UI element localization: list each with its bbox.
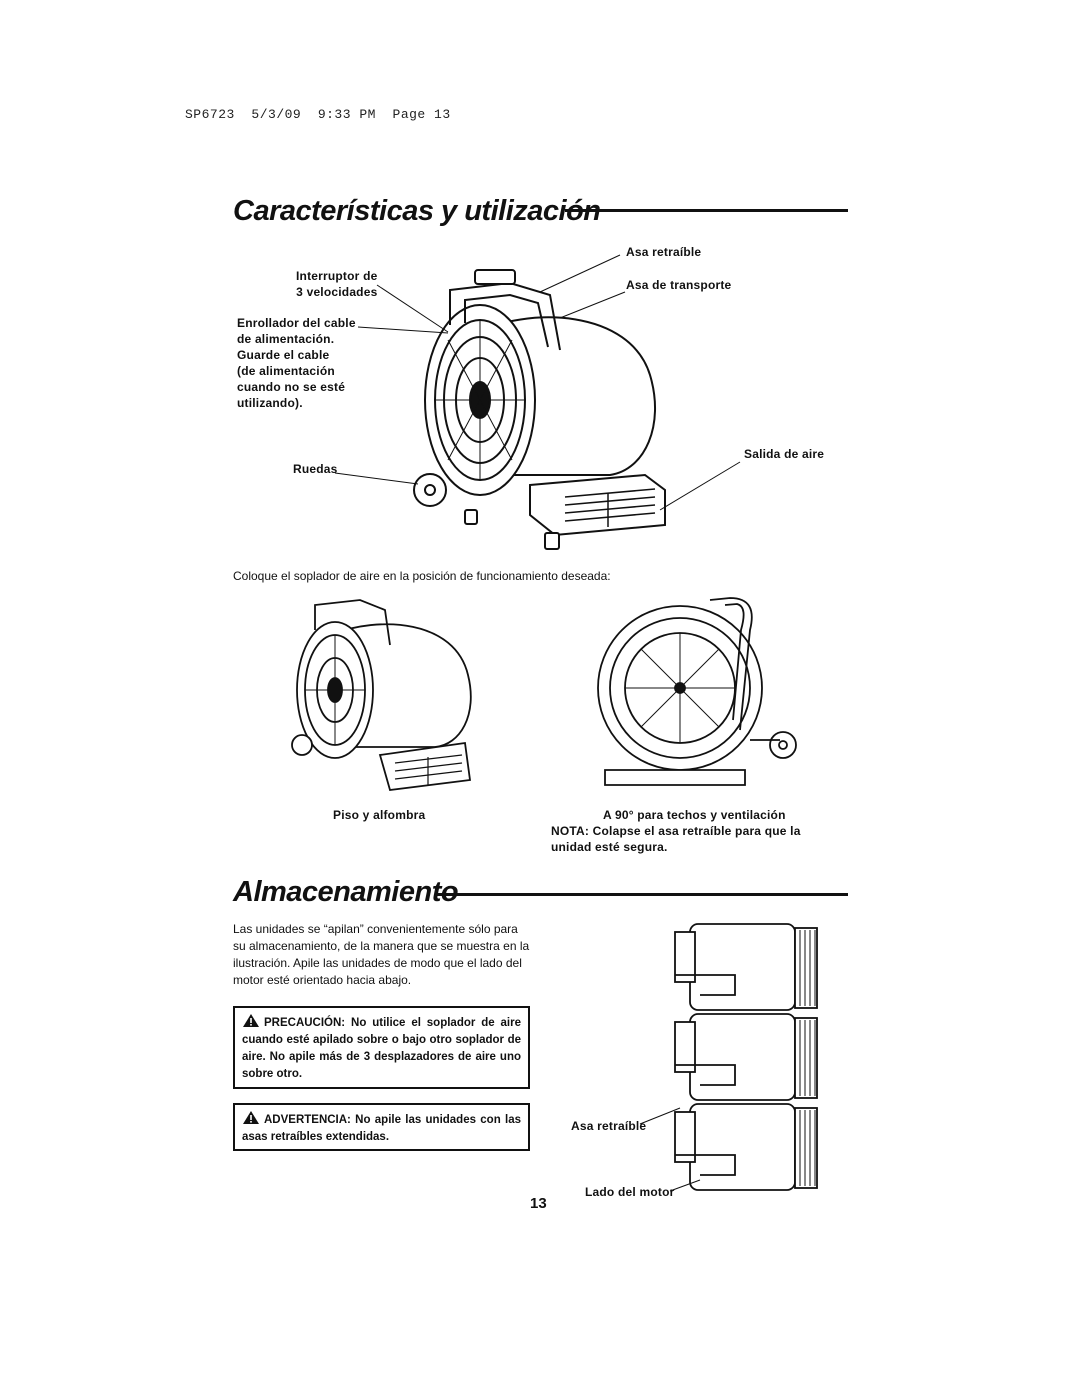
floor-position-illustration [291,599,472,791]
caution-label: PRECAUCIÓN: [264,1017,346,1029]
callout-speed-switch-line1: Interruptor de [296,269,378,283]
stacked-units-illustration [674,923,818,1191]
instruction-text: Coloque el soplador de aire en la posici… [233,569,611,583]
note-text: NOTA: Colapse el asa retraíble para que … [551,824,801,854]
callout-motor-side: Lado del motor [585,1185,675,1199]
warning-text: No apile las unidades con las asas retra… [242,1114,521,1143]
callout-stack-handle: Asa retraíble [571,1119,647,1133]
print-header: SP6723 5/3/09 9:33 PM Page 13 [185,107,451,122]
caution-text: No utilice el soplador de aire cuando es… [242,1017,521,1080]
stacked-unit [674,1013,818,1101]
page-number: 13 [530,1195,547,1212]
title-rule [437,893,848,896]
cord-wrap-line: utilizando). [237,396,303,410]
section-title-features: Características y utilización [233,195,601,227]
caution-box: PRECAUCIÓN: No utilice el soplador de ai… [233,1006,530,1089]
callout-speed-switch-line2: 3 velocidades [296,285,378,299]
cord-wrap-line: (de alimentación [237,364,335,378]
callout-wheels: Ruedas [293,462,338,476]
warning-triangle-icon [243,1014,259,1027]
callout-cord-wrap: Enrollador del cable de alimentación. Gu… [237,315,356,411]
warning-box: ADVERTENCIA: No apile las unidades con l… [233,1103,530,1151]
callout-air-outlet: Salida de aire [744,447,825,461]
warning-label: ADVERTENCIA: [264,1114,351,1126]
stacked-unit [674,1103,818,1191]
floor-position-label: Piso y alfombra [333,808,426,822]
storage-body-text: Las unidades se “apilan” convenientement… [233,922,530,987]
callout-speed-switch: Interruptor de 3 velocidades [296,268,377,300]
cord-wrap-line: Enrollador del cable [237,316,356,330]
cord-wrap-line: cuando no se esté [237,380,346,394]
callout-retractable-handle: Asa retraíble [626,245,702,259]
air-mover-illustration [413,269,666,550]
stacked-unit [674,923,818,1011]
section-title-storage: Almacenamiento [233,876,459,908]
title-rule [565,209,848,212]
cord-wrap-line: de alimentación. [237,332,335,346]
callout-carry-handle: Asa de transporte [626,278,732,292]
ceiling-position-illustration [597,597,797,786]
cord-wrap-line: Guarde el cable [237,348,330,362]
ceiling-position-label: A 90° para techos y ventilación [603,808,786,822]
warning-triangle-icon [243,1111,259,1124]
